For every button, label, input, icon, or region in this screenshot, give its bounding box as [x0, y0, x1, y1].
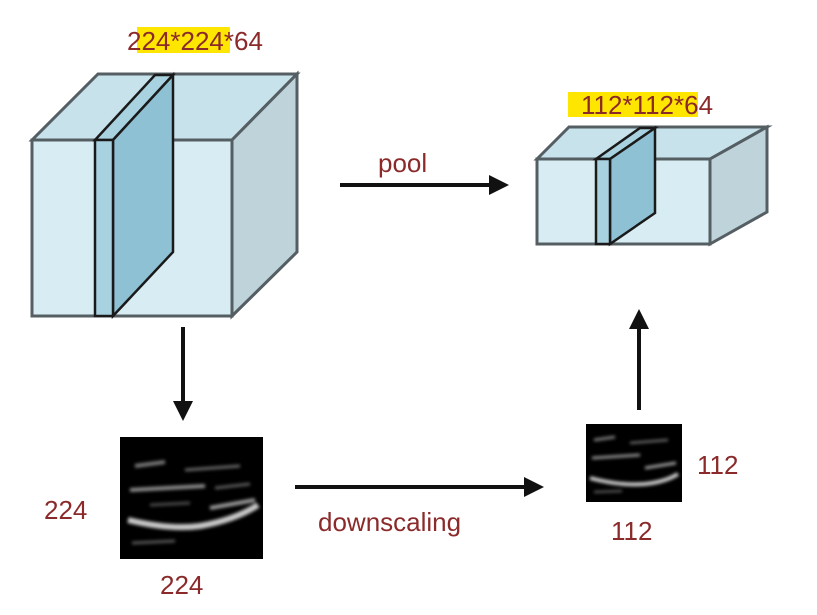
small-image-streak	[591, 453, 641, 460]
big-slice-front	[93, 138, 115, 318]
big-image-height-label: 224	[44, 495, 87, 525]
big-image-background	[120, 437, 263, 559]
big-image-streak	[184, 464, 241, 472]
small-image-streak	[629, 438, 669, 445]
big-volume-dims-highlight	[137, 27, 230, 53]
big-volume-dims-label: 224*224*64	[127, 26, 263, 56]
small-image-streak	[644, 461, 677, 470]
small-image-background	[586, 424, 682, 502]
big-image-streak	[129, 484, 206, 492]
big-feature-image	[120, 437, 263, 559]
small-image-height-label: 112	[697, 450, 738, 480]
big-feature-volume: 224*224*64	[28, 26, 301, 320]
small-feature-image	[586, 424, 682, 502]
big-image-streak	[127, 502, 260, 531]
small-image-streak	[593, 489, 623, 494]
big-image-streak	[214, 482, 251, 490]
big-image-streak	[134, 460, 166, 468]
small-volume-dims-highlight	[568, 92, 698, 117]
big-image-texture	[127, 460, 260, 545]
big-image-width-label: 224	[160, 570, 203, 600]
small-slice-front	[594, 157, 612, 246]
small-image-streak	[593, 435, 616, 442]
big-image-streak	[209, 498, 256, 510]
big-image-streak	[149, 501, 191, 507]
downscaling-label: downscaling	[318, 507, 461, 537]
small-feature-volume: 112*112*64	[533, 90, 773, 247]
big-image-streak	[131, 539, 176, 545]
small-volume-dims-label: 112*112*64	[581, 90, 713, 120]
small-image-width-label: 112	[611, 516, 652, 546]
small-image-texture	[589, 435, 680, 494]
small-image-streak	[589, 472, 680, 487]
pool-label: pool	[378, 148, 427, 178]
